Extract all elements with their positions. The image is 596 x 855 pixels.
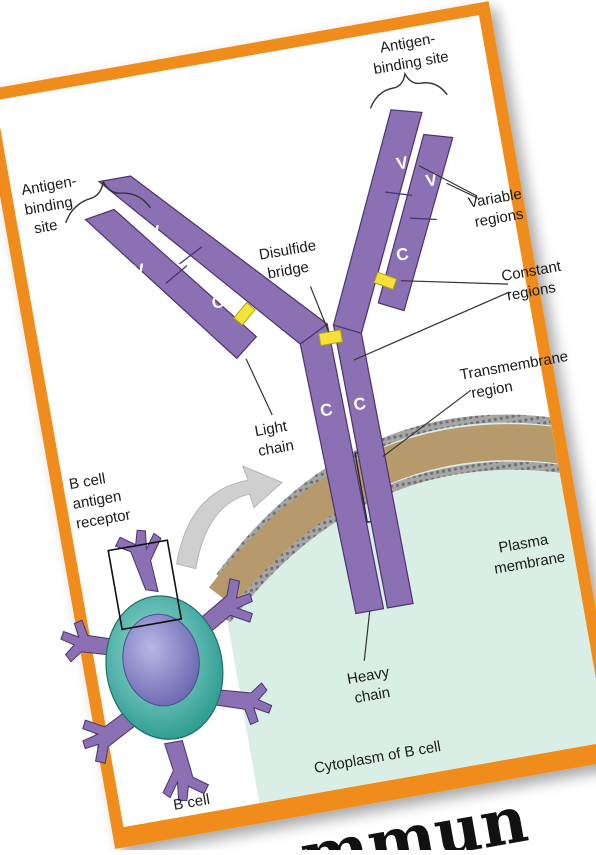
slide-stage: V V C C C V V C [0,0,596,850]
antibody-diagram: V V C C C V V C [0,0,596,850]
image-card: V V C C C V V C [0,0,596,850]
